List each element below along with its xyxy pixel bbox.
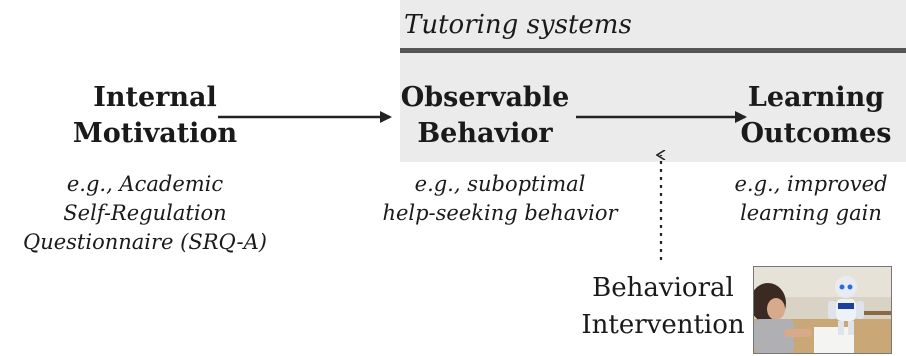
child-robot-illustration bbox=[754, 267, 891, 353]
node-internal-line2: Motivation bbox=[72, 118, 238, 149]
behavioral-intervention-label: Behavioral Intervention bbox=[578, 270, 748, 344]
example-learning-line1: e.g., improved bbox=[734, 172, 888, 196]
node-observable-line2: Behavior bbox=[417, 118, 553, 149]
example-internal: e.g., Academic Self-Regulation Questionn… bbox=[0, 170, 290, 257]
example-internal-line3: Questionnaire (SRQ-A) bbox=[22, 230, 267, 254]
example-observable: e.g., suboptimal help-seeking behavior bbox=[355, 170, 645, 228]
node-observable-line1: Observable bbox=[400, 82, 570, 113]
node-internal-line1: Internal bbox=[93, 82, 217, 113]
panel-divider bbox=[400, 48, 906, 53]
example-internal-line2: Self-Regulation bbox=[63, 201, 227, 225]
intervention-line2: Intervention bbox=[581, 310, 745, 340]
node-learning-outcomes: Learning Outcomes bbox=[728, 80, 904, 152]
child-robot-photo bbox=[753, 266, 892, 354]
example-internal-line1: e.g., Academic bbox=[66, 172, 224, 196]
example-observable-line2: help-seeking behavior bbox=[382, 201, 618, 225]
example-learning-line2: learning gain bbox=[740, 201, 882, 225]
tutoring-systems-panel bbox=[400, 0, 906, 162]
panel-title: Tutoring systems bbox=[404, 10, 632, 40]
example-learning: e.g., improved learning gain bbox=[718, 170, 904, 228]
intervention-line1: Behavioral bbox=[592, 273, 734, 303]
node-learning-line2: Outcomes bbox=[740, 118, 892, 149]
node-observable-behavior: Observable Behavior bbox=[385, 80, 585, 152]
node-internal-motivation: Internal Motivation bbox=[55, 80, 255, 152]
node-learning-line1: Learning bbox=[747, 82, 885, 113]
example-observable-line1: e.g., suboptimal bbox=[414, 172, 586, 196]
